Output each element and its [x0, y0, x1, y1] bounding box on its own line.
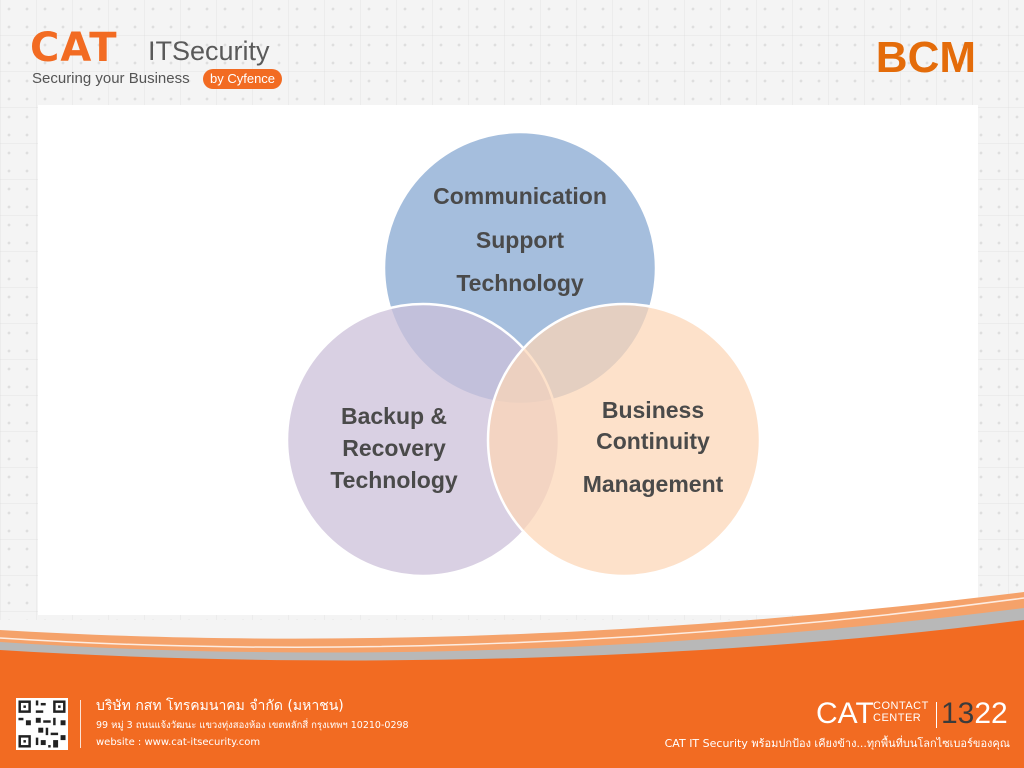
- bcm-label-line-2: Continuity: [596, 428, 710, 454]
- contact-label-line-2: CENTER: [873, 712, 922, 724]
- footer-divider: [80, 700, 81, 748]
- logo-itsecurity-text: ITSecurity: [148, 36, 270, 66]
- comm-label-line-3: Technology: [456, 270, 584, 296]
- footer-wave: [0, 592, 1024, 685]
- contact-number[interactable]: 1322: [941, 697, 1008, 731]
- footer-bar: [0, 680, 1024, 768]
- bcm-label-line-3: Management: [583, 471, 724, 497]
- cat-itsecurity-logo: CAT ITSecurity Securing your Business by…: [30, 26, 290, 96]
- backup-label-line-2: Recovery: [342, 435, 446, 461]
- logo-tagline: Securing your Business: [32, 70, 190, 87]
- qr-code-icon: [16, 698, 68, 750]
- backup-label-line-3: Technology: [330, 467, 458, 493]
- footer-address: 99 หมู่ 3 ถนนแจ้งวัฒนะ แขวงทุ่งสองห้อง เ…: [96, 720, 409, 731]
- comm-label-line-2: Support: [476, 227, 564, 253]
- slide-title: BCM: [875, 33, 976, 82]
- backup-label-line-1: Backup &: [341, 403, 447, 429]
- logo-cat-text: CAT: [30, 25, 118, 71]
- contact-divider: [936, 702, 937, 728]
- contact-center-cat-text: CAT: [816, 697, 874, 730]
- circle-business-continuity-management: [486, 302, 762, 578]
- footer-company-name: บริษัท กสท โทรคมนาคม จำกัด (มหาชน): [96, 698, 344, 714]
- contact-number-part-1: 13: [941, 697, 975, 730]
- comm-label-line-1: Communication: [433, 183, 607, 209]
- footer-website-link[interactable]: website : www.cat-itsecurity.com: [96, 737, 261, 748]
- contact-number-part-2: 22: [974, 697, 1008, 730]
- logo-by-cyfence-badge: by Cyfence: [203, 69, 283, 89]
- contact-label-line-1: CONTACT: [873, 700, 929, 712]
- footer-slogan: CAT IT Security พร้อมปกป้อง เคียงข้าง...…: [664, 737, 1010, 750]
- bcm-label-line-1: Business: [602, 397, 704, 423]
- contact-center-label: CONTACT CENTER: [873, 700, 929, 724]
